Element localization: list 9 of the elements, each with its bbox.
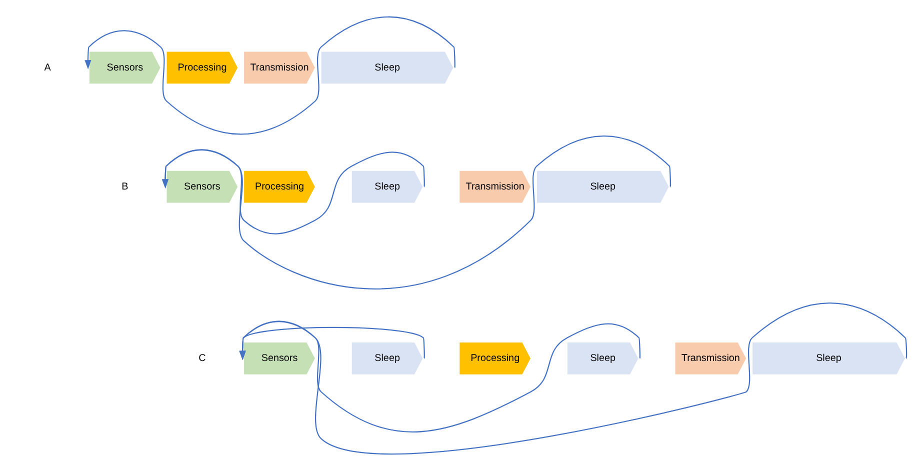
arrow: [162, 136, 671, 290]
label: A: [44, 62, 51, 74]
arrow: [239, 321, 640, 432]
arrow: [239, 326, 425, 360]
arrow: [239, 302, 908, 454]
label: C: [198, 353, 206, 364]
label: B: [122, 181, 128, 192]
arrow: [162, 149, 425, 234]
arrow: [84, 16, 456, 135]
